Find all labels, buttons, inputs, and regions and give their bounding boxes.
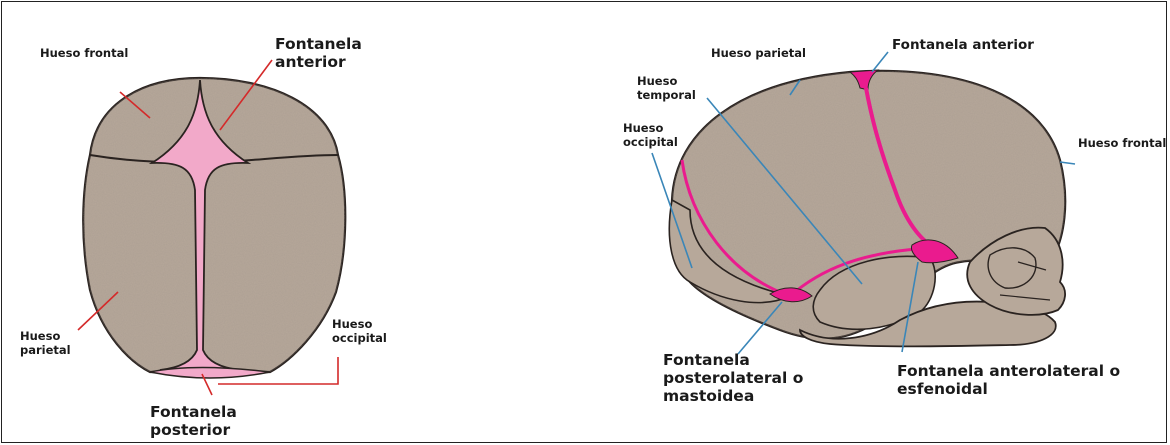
label-hueso-frontal-top: Hueso frontal	[40, 47, 128, 61]
label-hueso-parietal-side: Hueso parietal	[711, 47, 806, 61]
leader-side-frontal	[1060, 162, 1075, 164]
side-view-skull	[652, 52, 1075, 354]
label-hueso-occipital-side: Hueso occipital	[623, 122, 683, 150]
leader-side-fontanela-anterior	[872, 52, 888, 72]
label-fontanela-anterior-side: Fontanela anterior	[892, 38, 1034, 54]
label-hueso-frontal-side: Hueso frontal	[1078, 137, 1166, 151]
top-view-skull	[78, 60, 345, 395]
label-fontanela-anterior-top: Fontanela anterior	[275, 36, 385, 72]
label-fontanela-posterolateral: Fontanela posterolateral o mastoidea	[663, 352, 813, 405]
label-hueso-occipital-top: Hueso occipital	[332, 318, 392, 346]
label-hueso-temporal-side: Hueso temporal	[637, 75, 707, 103]
label-fontanela-anterolateral: Fontanela anterolateral o esfenoidal	[897, 363, 1127, 399]
label-hueso-parietal-top: Hueso parietal	[20, 330, 80, 358]
frontal-bone-top	[83, 78, 345, 372]
label-fontanela-posterior-top: Fontanela posterior	[150, 404, 250, 440]
